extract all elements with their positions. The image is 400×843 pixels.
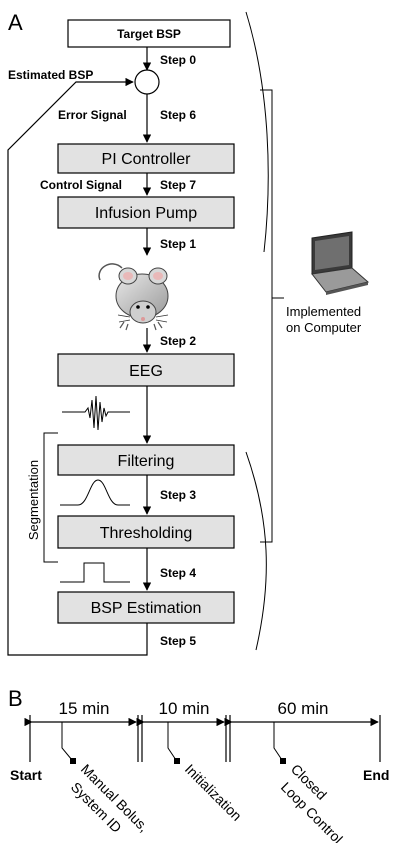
step-1-label: Step 1: [160, 237, 196, 251]
target-bsp-label: Target BSP: [117, 27, 181, 41]
control-signal-label: Control Signal: [40, 178, 122, 192]
summing-junction: [134, 69, 160, 95]
panel-b-letter: B: [8, 686, 23, 711]
duration-10: 10 min: [158, 699, 209, 718]
target-bsp-box: [67, 19, 231, 48]
mouse-illustration: [98, 263, 169, 331]
implemented-label-2: on Computer: [286, 320, 362, 335]
step-0-label: Step 0: [160, 53, 196, 67]
estimated-bsp-label: Estimated BSP: [8, 68, 93, 82]
segmentation-label: Segmentation: [26, 460, 41, 540]
eeg-label: EEG: [129, 363, 163, 380]
infusion-pump-label: Infusion Pump: [95, 205, 197, 222]
threshold-pulse: [60, 562, 130, 583]
start-label: Start: [10, 767, 42, 783]
laptop-icon: [311, 231, 370, 295]
bsp-estimation-label: BSP Estimation: [91, 600, 202, 617]
duration-15: 15 min: [58, 699, 109, 718]
pi-controller-box: [57, 143, 235, 174]
phase2-label: Initialization: [182, 761, 245, 824]
duration-60: 60 min: [277, 699, 328, 718]
phase1-marker: [70, 758, 76, 764]
outer-curve-bottom: [245, 451, 267, 651]
filtered-envelope: [60, 479, 130, 506]
filtering-label: Filtering: [118, 453, 175, 470]
thresholding-label: Thresholding: [100, 525, 193, 542]
segmentation-bracket: [43, 432, 58, 563]
phase1-leader: [61, 722, 73, 761]
eeg-waveform: [62, 395, 130, 431]
phase3-leader: [273, 722, 283, 761]
step-4-label: Step 4: [160, 566, 196, 580]
bsp-estimation-box: [57, 591, 235, 624]
phase3-marker: [280, 758, 286, 764]
infusion-pump-box: [57, 196, 235, 229]
panel-a-letter: A: [8, 10, 23, 35]
phase2-marker: [174, 758, 180, 764]
error-signal-label: Error Signal: [58, 108, 127, 122]
step-6-label: Step 6: [160, 108, 196, 122]
outer-curve-top: [245, 11, 269, 253]
feedback-path: [7, 77, 148, 656]
step-2-label: Step 2: [160, 334, 196, 348]
implemented-label-1: Implemented: [286, 304, 361, 319]
end-label: End: [363, 767, 389, 783]
thresholding-box: [57, 515, 235, 549]
phase2-leader: [167, 722, 177, 761]
step-5-label: Step 5: [160, 634, 196, 648]
step-3-label: Step 3: [160, 488, 196, 502]
filtering-box: [57, 444, 235, 476]
step-7-label: Step 7: [160, 178, 196, 192]
computer-bracket: [260, 89, 273, 543]
pi-controller-label: PI Controller: [102, 151, 192, 168]
eeg-box: [57, 353, 235, 387]
